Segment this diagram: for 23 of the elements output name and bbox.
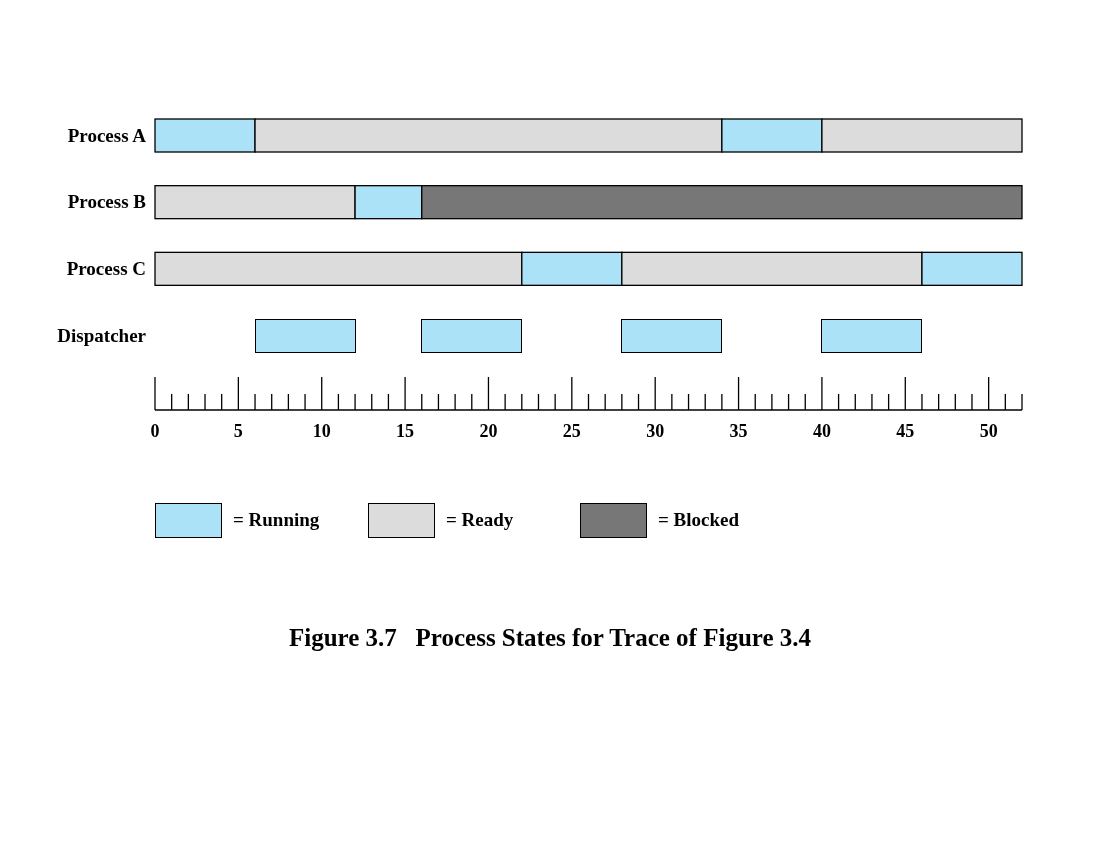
legend-label: = Ready <box>446 509 514 531</box>
tick-label: 25 <box>562 422 581 442</box>
row-label: Process B <box>67 191 146 213</box>
bar-segment <box>255 319 356 353</box>
tick-label: 50 <box>979 422 998 442</box>
bar-segment <box>421 319 522 353</box>
tick-label: 20 <box>479 422 498 442</box>
row-label: Dispatcher <box>57 325 146 346</box>
tick-label: 5 <box>233 422 243 442</box>
tick-label: 45 <box>896 422 915 442</box>
bar-segment <box>821 319 922 353</box>
tick-label: 40 <box>812 422 831 442</box>
tick-label: 0 <box>150 422 160 442</box>
figure-caption: Figure 3.7 Process States for Trace of Figure 3.4 <box>288 623 812 653</box>
row-label: Process C <box>66 258 146 280</box>
row-label: Process A <box>67 125 146 146</box>
tick-label: 35 <box>729 422 748 442</box>
tick-label: 10 <box>312 422 331 442</box>
tick-label: 15 <box>396 422 415 442</box>
bar-segment <box>621 319 722 353</box>
tick-label: 30 <box>646 422 665 442</box>
legend-label: = Running <box>233 509 320 531</box>
legend-label: = Blocked <box>658 509 740 531</box>
